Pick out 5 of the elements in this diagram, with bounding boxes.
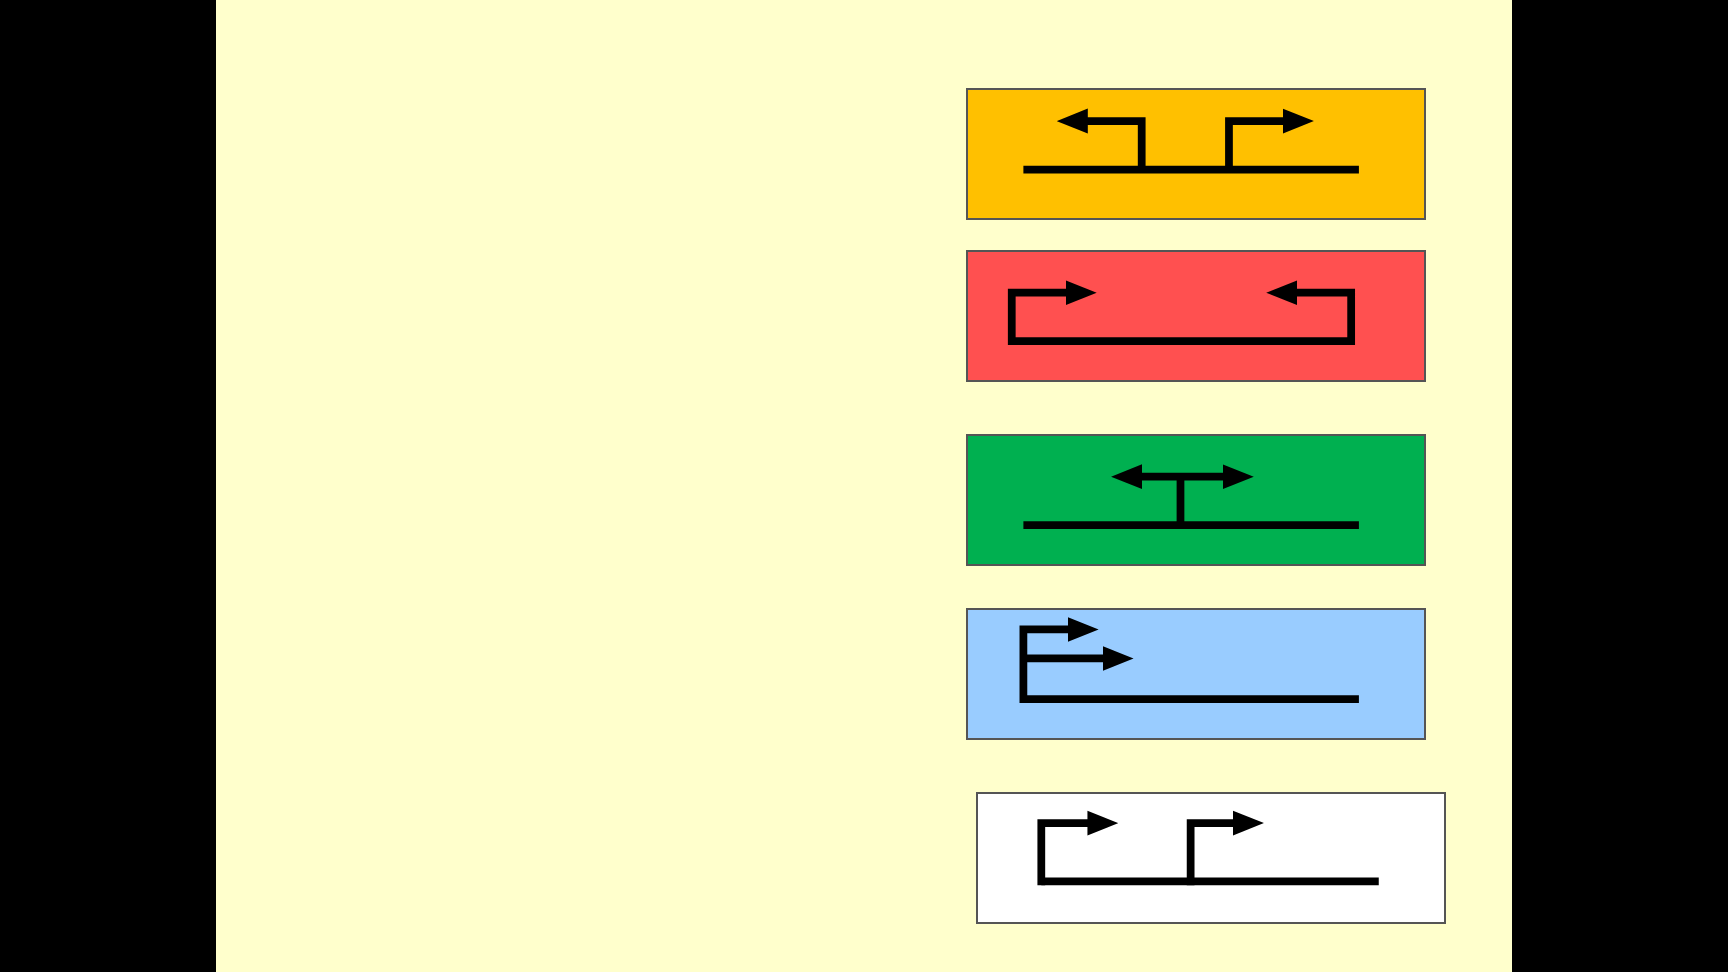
colored-box [966,434,1426,566]
colored-box [966,608,1426,740]
colored-box [966,250,1426,382]
colored-box [966,88,1426,220]
colored-box [976,792,1446,924]
